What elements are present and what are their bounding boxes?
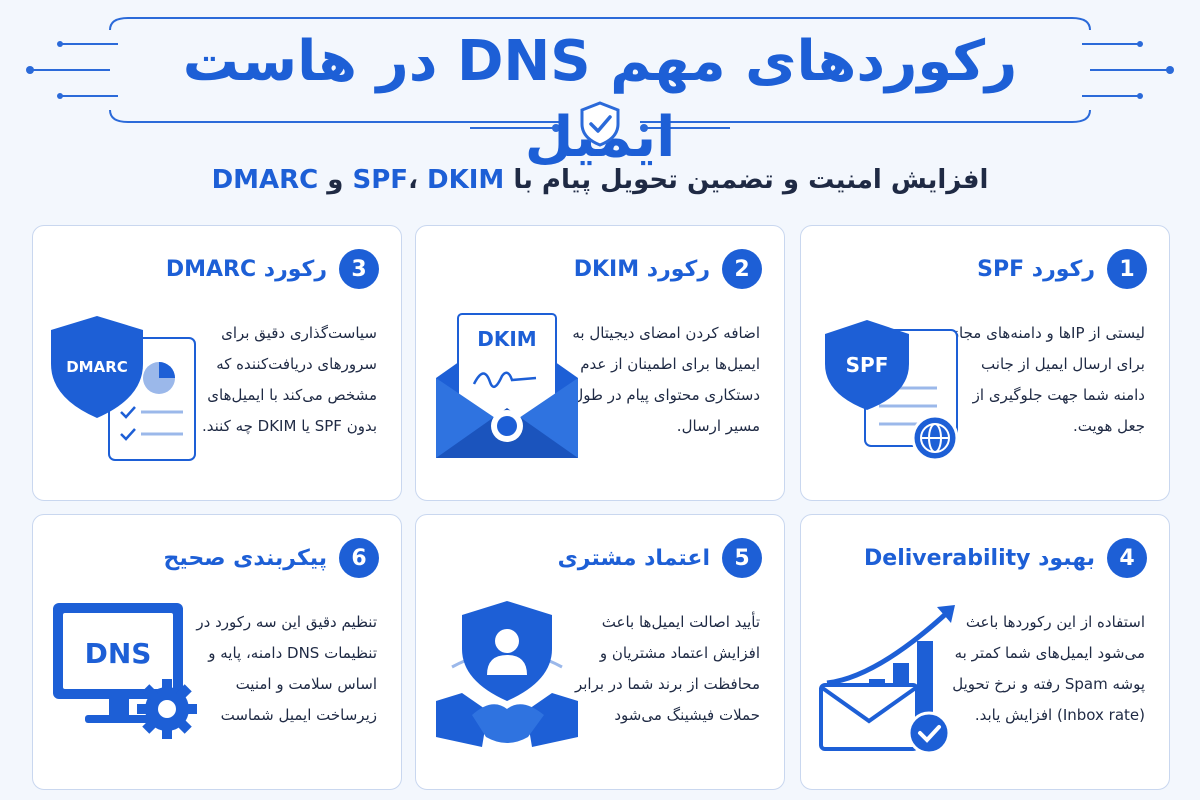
dns-monitor-gear-icon: DNS (53, 603, 197, 739)
card-correct-configuration: 6 پیکربندی صحیح تنظیم دقیق این سه رکورد … (32, 514, 402, 790)
subtitle-prefix: افزایش امنیت و تضمین تحویل پیام با (504, 165, 989, 195)
card-header: 4 بهبود Deliverability (864, 537, 1147, 579)
shield-check-icon (580, 101, 620, 147)
subtitle-separator: ، (408, 165, 427, 195)
card-customer-trust: 5 اعتماد مشتری تأیید اصالت ایمیل‌ها باعث… (415, 514, 785, 790)
card-header: 5 اعتماد مشتری (558, 537, 762, 579)
card-dmarc: 3 رکورد DMARC سیاست‌گذاری دقیق برای سرور… (32, 225, 402, 501)
card-header: 1 رکورد SPF (977, 248, 1147, 290)
page-subtitle: افزایش امنیت و تضمین تحویل پیام با SPF، … (150, 160, 1050, 200)
dkim-icon-label: DKIM (477, 327, 536, 351)
card-number: 2 (722, 249, 762, 289)
card-title: پیکربندی صحیح (163, 545, 327, 571)
handshake-shield-user-icon (436, 601, 578, 747)
subtitle-dkim: DKIM (427, 165, 505, 195)
card-number: 1 (1107, 249, 1147, 289)
card-header: 2 رکورد DKIM (574, 248, 762, 290)
card-header: 6 پیکربندی صحیح (164, 537, 379, 579)
card-description: تأیید اصالت ایمیل‌ها باعث افزایش اعتماد … (574, 613, 760, 724)
card-deliverability: 4 بهبود Deliverability استفاده از این رک… (800, 514, 1170, 790)
subtitle-and: و (318, 165, 353, 195)
card-description: اضافه کردن امضای دیجیتال به ایمیل‌ها برا… (572, 324, 760, 435)
dkim-envelope-signature-icon: DKIM (436, 313, 578, 458)
card-number: 5 (722, 538, 762, 578)
dns-icon-label: DNS (85, 637, 152, 670)
spf-shield-document-globe-icon: SPF (825, 320, 959, 462)
card-spf: 1 رکورد SPF لیستی از IPها و دامنه‌های مج… (800, 225, 1170, 501)
card-description: تنظیم دقیق این سه رکورد در تنظیمات DNS د… (196, 613, 377, 724)
title-frame-ornament (26, 17, 1174, 132)
card-description: لیستی از IPها و دامنه‌های مجاز برای ارسا… (951, 324, 1145, 435)
card-dkim: 2 رکورد DKIM اضافه کردن امضای دیجیتال به… (415, 225, 785, 501)
page-title: رکوردهای مهم DNS در هاست ایمیل (182, 29, 1018, 170)
card-title: بهبود Deliverability (864, 545, 1095, 571)
card-title: اعتماد مشتری (557, 545, 710, 571)
card-number: 3 (339, 249, 379, 289)
card-header: 3 رکورد DMARC (166, 248, 379, 290)
card-title: رکورد SPF (977, 256, 1095, 282)
card-number: 6 (339, 538, 379, 578)
spf-icon-label: SPF (846, 353, 889, 377)
card-number: 4 (1107, 538, 1147, 578)
growth-chart-envelope-check-icon (819, 605, 955, 755)
card-description: سیاست‌گذاری دقیق برای سرورهای دریافت‌کنن… (201, 324, 377, 435)
card-description: استفاده از این رکوردها باعث می‌شود ایمیل… (952, 613, 1145, 724)
card-title: رکورد DKIM (573, 256, 710, 282)
subtitle-spf: SPF (352, 165, 409, 195)
card-title: رکورد DMARC (165, 256, 327, 282)
dmarc-shield-report-icon: DMARC (51, 316, 196, 461)
dmarc-icon-label: DMARC (66, 358, 128, 376)
subtitle-dmarc: DMARC (211, 165, 319, 195)
